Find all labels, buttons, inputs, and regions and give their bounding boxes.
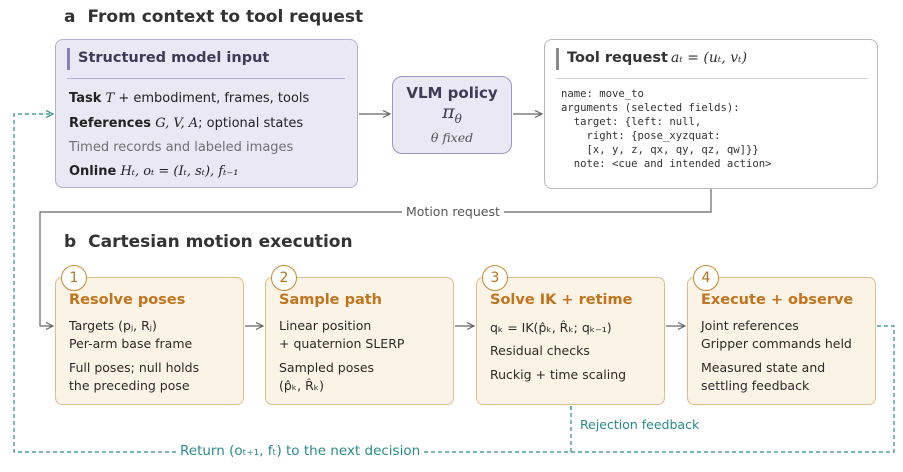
motion-request-label: Motion request — [402, 204, 504, 219]
structured-input-box: Structured model input Task T + embodime… — [55, 39, 358, 188]
code-line: name: move_to — [561, 88, 644, 100]
code-line: arguments (selected fields): — [561, 102, 740, 114]
step-line: Per-arm base frame — [69, 336, 193, 351]
code-line: [x, y, z, qx, qy, qz, qw]}} — [561, 144, 759, 156]
timed-records-line: Timed records and labeled images — [69, 140, 294, 155]
return-label: Return (oₜ₊₁, fₜ) to the next decision — [176, 443, 425, 459]
step-title: Solve IK + retime — [490, 292, 633, 308]
step-line: the preceding pose — [69, 378, 190, 393]
step-line: Sampled poses — [279, 360, 375, 375]
rejection-feedback-label: Rejection feedback — [576, 417, 704, 432]
references-line: References G, V, A; optional states — [69, 116, 304, 131]
step-line: Measured state and — [701, 360, 826, 375]
policy-title: VLM policy — [406, 84, 498, 102]
code-line: right: {pose_xyzquat: — [561, 130, 721, 142]
title-accent-bar — [556, 48, 559, 70]
step-line: (p̂ₖ, R̂ₖ) — [279, 378, 324, 393]
step-title: Resolve poses — [69, 292, 186, 308]
input-box-title: Structured model input — [78, 50, 270, 66]
step-number: 1 — [61, 265, 87, 291]
tool-box-title: Tool request — [567, 50, 668, 66]
step-line: Full poses; null holds — [69, 360, 200, 375]
step-execute-observe: 4 Execute + observe Joint references Gri… — [687, 265, 876, 405]
task-line: Task T + embodiment, frames, tools — [69, 91, 310, 106]
vlm-policy-box: VLM policy πθ θ fixed — [392, 76, 512, 154]
tool-formula: aₜ = (uₜ, vₜ) — [671, 50, 748, 66]
step-line: + quaternion SLERP — [279, 336, 405, 351]
online-line: Online Hₜ, oₜ = (Iₜ, sₜ), fₜ₋₁ — [69, 164, 239, 179]
code-line: target: {left: null, — [561, 116, 702, 128]
title-accent-bar — [67, 48, 70, 70]
step-sample-path: 2 Sample path Linear position + quaterni… — [265, 265, 454, 405]
step-line: Targets (pⱼ, Rⱼ) — [69, 318, 157, 333]
policy-symbol: πθ — [442, 101, 462, 126]
title-divider — [67, 78, 345, 79]
step-resolve-poses: 1 Resolve poses Targets (pⱼ, Rⱼ) Per-arm… — [55, 265, 244, 405]
step-line: Ruckig + time scaling — [490, 367, 627, 382]
step-line: Gripper commands held — [701, 336, 852, 351]
step-line: Residual checks — [490, 343, 590, 358]
step-title: Sample path — [279, 292, 382, 308]
policy-note: θ fixed — [430, 129, 474, 145]
return-loop-connector — [13, 114, 895, 453]
step-number: 4 — [693, 265, 719, 291]
step-solve-ik: 3 Solve IK + retime qₖ = IK(p̂ₖ, R̂ₖ; qₖ… — [476, 265, 665, 405]
step-number: 3 — [482, 265, 508, 291]
step-number: 2 — [271, 265, 297, 291]
step-line: settling feedback — [701, 378, 810, 393]
step-line: Joint references — [701, 318, 799, 333]
step-line: qₖ = IK(p̂ₖ, R̂ₖ; qₖ₋₁) — [490, 320, 612, 335]
tool-request-box: Tool request aₜ = (uₜ, vₜ) name: move_to… — [544, 39, 878, 189]
title-divider — [556, 78, 868, 79]
step-title: Execute + observe — [701, 292, 854, 308]
step-line: Linear position — [279, 318, 372, 333]
code-line: note: <cue and intended action> — [561, 158, 772, 170]
motion-request-connector — [39, 189, 712, 326]
